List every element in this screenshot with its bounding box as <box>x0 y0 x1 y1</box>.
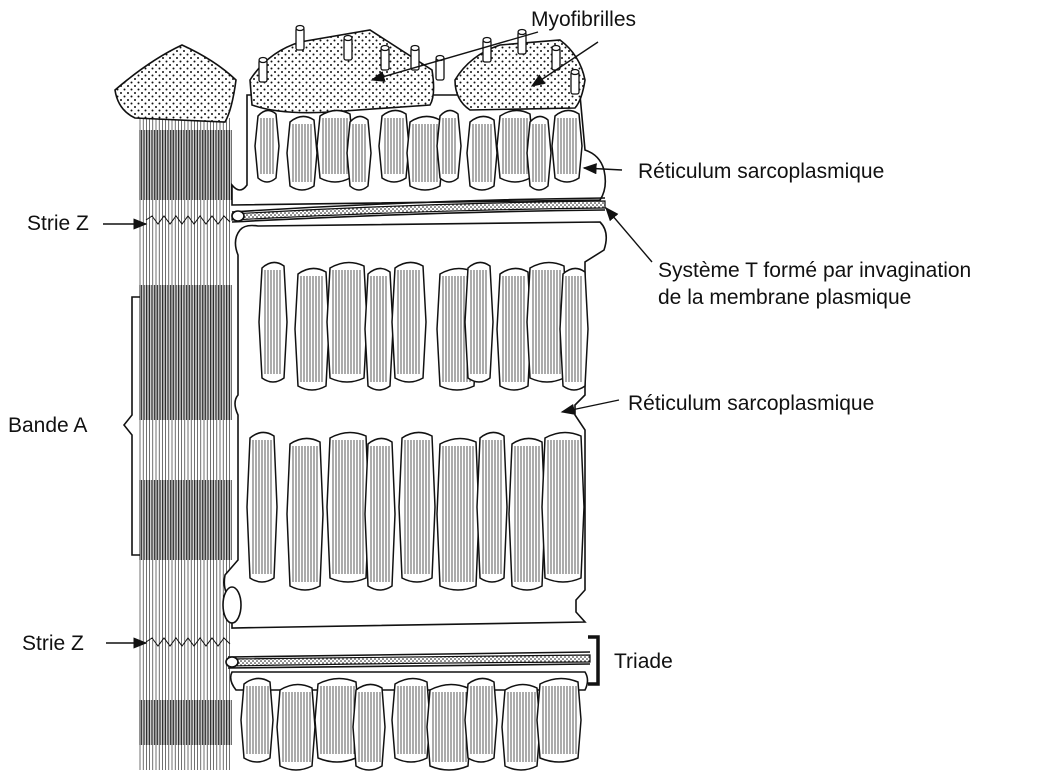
tubule <box>552 46 560 71</box>
reticulum-pockets-top <box>255 110 582 190</box>
sarcoplasmic-reticulum-network <box>223 26 606 771</box>
myofibril-segment <box>287 438 323 590</box>
label-myofibrilles: Myofibrilles <box>531 8 636 31</box>
terminal-cisterna <box>223 587 241 623</box>
myofibril-segment <box>241 678 273 762</box>
tubule <box>381 46 389 71</box>
myofibril-segment <box>552 110 582 182</box>
myofibril-segment <box>465 262 493 382</box>
myofibril-segment <box>477 432 507 582</box>
reticulum-pockets-lower-row <box>247 432 584 590</box>
tubule <box>296 26 304 51</box>
tubule <box>344 36 352 61</box>
myofibril-cap-left <box>115 45 236 122</box>
myofibril-segment <box>379 110 409 182</box>
myofibril-segment <box>353 684 385 770</box>
myofibril-segment <box>327 262 367 382</box>
arrow-systeme-t <box>606 208 652 262</box>
myofibril-segment <box>287 116 317 190</box>
myofibril-segment <box>277 684 315 770</box>
myofibril-segment <box>467 116 497 190</box>
myofibril-striations <box>140 118 231 770</box>
label-strie-z-top: Strie Z <box>27 212 89 235</box>
myofibril-segment <box>365 438 395 590</box>
myofibril-segment <box>247 432 277 582</box>
tubule <box>483 38 491 63</box>
myofibril-segment <box>502 684 540 770</box>
myofibril-segment <box>427 684 471 770</box>
myofibril-segment <box>327 432 369 582</box>
myofibril-segment <box>527 116 551 190</box>
myofibril-segment <box>465 678 497 762</box>
bande-a-bracket <box>124 297 140 555</box>
myofibril-segment <box>542 432 584 582</box>
label-bande-a: Bande A <box>8 414 87 437</box>
myofibril-segment <box>315 678 359 762</box>
myofibril-segment <box>347 116 371 190</box>
label-systeme-t-line2: de la membrane plasmique <box>658 286 911 309</box>
reticulum-pockets-upper-row <box>259 262 588 390</box>
reticulum-pockets-bottom <box>241 678 581 770</box>
myofibril-segment <box>259 262 287 382</box>
tubule <box>571 70 579 95</box>
myofibril-segment <box>437 438 479 590</box>
myofibril-segment <box>560 268 588 390</box>
myofibril-segment <box>509 438 545 590</box>
label-systeme-t-line1: Système T formé par invagination <box>658 259 971 282</box>
myofibril-segment <box>399 432 435 582</box>
tubule <box>259 58 267 83</box>
t-tubule-lower <box>226 652 590 668</box>
label-strie-z-bottom: Strie Z <box>22 632 84 655</box>
label-triade: Triade <box>614 650 673 673</box>
myofibril-segment <box>392 262 426 382</box>
left-myofibril <box>115 45 236 770</box>
myofibril-segment <box>295 268 329 390</box>
myofibril-cap-center <box>250 30 434 113</box>
myofibril-segment <box>365 268 393 390</box>
myofibril-segment <box>392 678 430 762</box>
label-reticulum-mid: Réticulum sarcoplasmique <box>628 392 874 415</box>
tubule <box>518 30 526 55</box>
myofibril-segment <box>255 110 279 182</box>
myofibril-segment <box>537 678 581 762</box>
myofibril-segment <box>437 110 461 182</box>
label-reticulum-top: Réticulum sarcoplasmique <box>638 160 884 183</box>
myofibril-segment <box>497 268 531 390</box>
